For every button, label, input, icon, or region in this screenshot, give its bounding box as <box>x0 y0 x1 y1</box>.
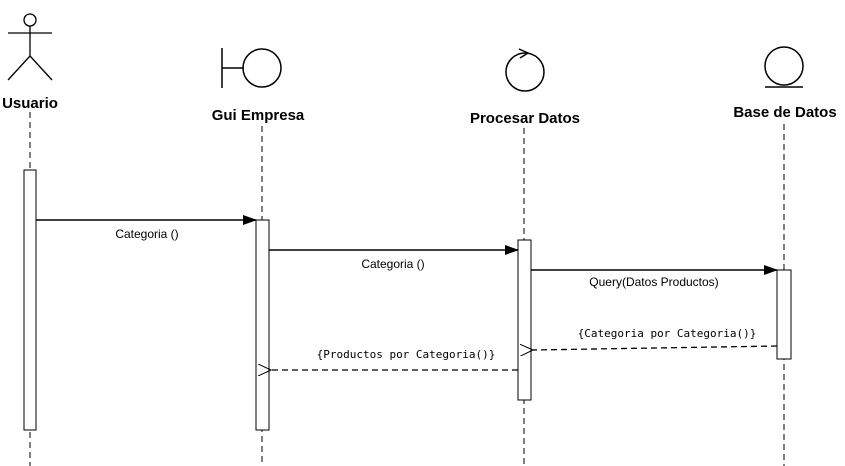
participant-label-usuario: Usuario <box>2 95 58 112</box>
participant-label-procesar-datos: Procesar Datos <box>470 110 580 127</box>
return-label-categoria-por-categoria: {Categoria por Categoria()} <box>578 327 757 340</box>
message-label-categoria-2: Categoria () <box>361 257 424 271</box>
entity-icon <box>764 46 804 88</box>
return-label-productos-por-categoria: {Productos por Categoria()} <box>317 348 496 361</box>
control-icon <box>505 48 545 92</box>
participant-label-gui-empresa: Gui Empresa <box>212 107 305 124</box>
boundary-icon <box>221 48 282 88</box>
activation-usuario <box>23 169 37 431</box>
activation-procesar-datos <box>517 239 532 401</box>
actor-icon <box>7 13 53 81</box>
activation-gui-empresa <box>255 219 270 431</box>
return-arrow-categoria-por-categoria <box>533 346 778 350</box>
lifelines <box>29 112 785 466</box>
activation-base-de-datos <box>776 269 792 360</box>
participant-label-base-de-datos: Base de Datos <box>733 104 836 121</box>
message-label-categoria-1: Categoria () <box>115 227 178 241</box>
activation-bars <box>23 169 792 431</box>
message-label-query: Query(Datos Productos) <box>589 275 718 289</box>
